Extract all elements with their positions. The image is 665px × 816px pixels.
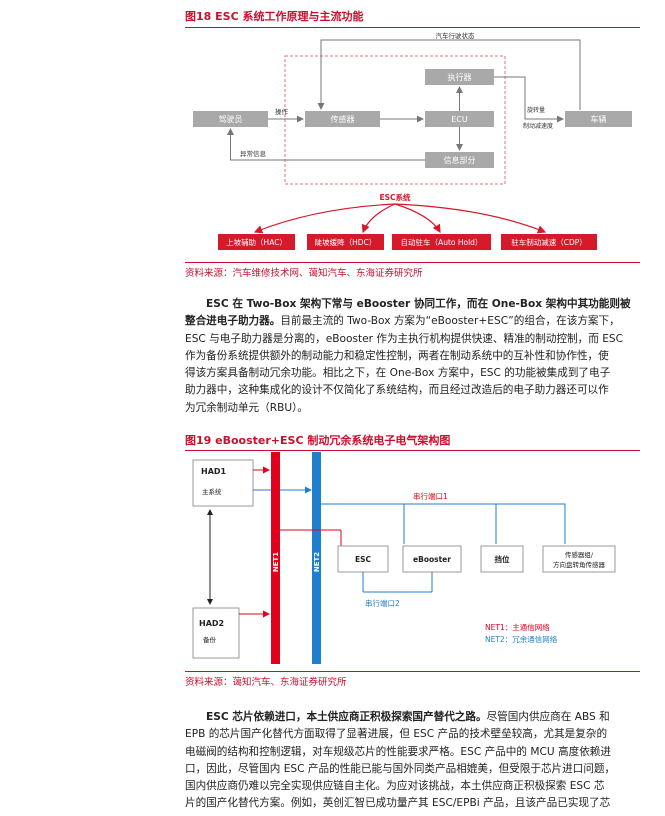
driver-node: 驾驶员	[193, 111, 268, 127]
branch-hdc	[361, 203, 396, 234]
function-autohold-label: 自动驻车（Auto Hold）	[401, 237, 483, 247]
branch-hac	[253, 203, 396, 234]
para2-line-1-bold: ESC 芯片依赖进口，本土供应商正积极探索国产替代之路。	[206, 711, 487, 723]
para2-line-4: 口，因此，尽管国内 ESC 产品的性能已能与国外同类产品相媲美，但受限于芯片进口…	[185, 762, 616, 775]
paragraph-esc-architecture: ESC 在 Two-Box 架构下常与 eBooster 协同工作，而在 One…	[185, 296, 643, 417]
had2-label: HAD2	[199, 619, 224, 628]
info-node: 信息部分	[425, 152, 494, 168]
figure-18-source-rule	[185, 262, 640, 263]
function-hac: 上坡辅助（HAC）	[218, 234, 295, 250]
operate-label: 操作	[275, 107, 289, 116]
rotation-label: 旋转量	[527, 106, 545, 114]
esc-working-principle-diagram: 汽车行驶状态 驾驶员 传感器 执行器 ECU 信息部分 车辆 操作 旋转量 制动…	[193, 31, 632, 250]
legend-net1: NET1：主通信网络	[485, 622, 550, 632]
actuator-label: 执行器	[448, 72, 472, 82]
para2-line-1: ESC 芯片依赖进口，本土供应商正积极探索国产替代之路。尽管国内供应商在 ABS…	[185, 709, 643, 726]
esc-system-boundary	[284, 55, 506, 185]
figure-19-source-rule	[185, 671, 640, 672]
vehicle-node: 车辆	[565, 111, 632, 127]
branch-cdp	[394, 203, 547, 234]
sensor-node: 传感器	[305, 111, 380, 127]
figure-19-title-rule	[185, 450, 640, 451]
had2-box: HAD2 备份	[192, 607, 240, 659]
ecu-node: ECU	[425, 111, 494, 127]
ebooster-label: eBooster	[413, 555, 451, 564]
function-hac-label: 上坡辅助（HAC）	[226, 237, 287, 247]
para2-line-3: 电磁阀的结构和控制逻辑，对车规级芯片的性能要求严格。ESC 产品中的 MCU 高…	[185, 745, 611, 758]
para2-line-1-rest: 尽管国内供应商在 ABS 和	[486, 711, 610, 723]
function-autohold: 自动驻车（Auto Hold）	[392, 234, 491, 250]
actuator-vehicle-arrow	[494, 76, 564, 123]
sensor-group-label-1: 传感器组/	[565, 550, 594, 559]
actuator-node: 执行器	[425, 69, 494, 85]
legend-net2: NET2：冗余通信网络	[485, 634, 558, 644]
para1-line-2-rest: 目前最主流的 Two-Box 方案为“eBooster+ESC”的组合，在该方案…	[280, 315, 620, 328]
gear-box: 挡位	[480, 545, 524, 573]
function-cdp: 驻车制动减速（CDP）	[501, 234, 597, 250]
esc-system-label: ESC系统	[379, 192, 411, 202]
function-cdp-label: 驻车制动减速（CDP）	[511, 237, 587, 247]
abnormal-info-label: 异常信息	[240, 149, 267, 158]
branch-autohold	[394, 203, 441, 234]
sensor-group-label-2: 方向盘转角传感器	[553, 560, 606, 569]
serial-port-1-line	[321, 503, 566, 544]
net2-bus: NET2	[312, 452, 321, 664]
net1-label: NET1	[272, 552, 280, 572]
esc-label: ESC	[355, 555, 372, 564]
brake-label: 制动减速度	[523, 122, 553, 130]
para1-line-3: ESC 与电子助力器是分离的，eBooster 作为主执行机构提供快速、精准的制…	[185, 332, 624, 345]
sensor-group-box: 传感器组/ 方向盘转角传感器	[542, 545, 616, 573]
vehicle-status-arrow	[317, 39, 581, 110]
gear-label: 挡位	[495, 554, 510, 564]
serial-port-2-label: 串行端口2	[365, 598, 400, 608]
para1-line-4: 作为备份系统提供额外的制动能力和稳定性控制，两者在制动系统中的互补性和协作性，使	[185, 349, 609, 362]
had1-label: HAD1	[201, 467, 227, 476]
driver-label: 驾驶员	[219, 114, 243, 124]
had1-box: HAD1 主系统	[192, 459, 254, 507]
para1-line-1-bold: ESC 在 Two-Box 架构下常与 eBooster 协同工作，而在 One…	[206, 298, 631, 310]
figure-18-source: 资料来源：汽车维修技术网、蔼知汽车、东海证券研究所	[185, 268, 423, 279]
figure-18-title: 图18 ESC 系统工作原理与主流功能	[185, 10, 364, 23]
vehicle-label: 车辆	[591, 114, 607, 124]
sensor-label: 传感器	[331, 114, 355, 124]
para2-line-5: 国内供应商仍难以完全实现供应链自主化。为应对该挑战，本土供应商正积极探索 ESC…	[185, 780, 605, 793]
para2-line-2: EPB 的芯片国产化替代方面取得了显著进展，但 ESC 产品的技术壁垒较高，尤其…	[185, 728, 608, 741]
net1-bus: NET1	[271, 452, 280, 664]
figure-19-title: 图19 eBooster+ESC 制动冗余系统电子电气架构图	[185, 434, 451, 447]
para1-line-2: 整合进电子助力器。目前最主流的 Two-Box 方案为“eBooster+ESC…	[185, 313, 643, 330]
para1-line-7: 为冗余制动单元（RBU）。	[185, 401, 309, 414]
vehicle-status-label: 汽车行驶状态	[436, 31, 476, 40]
serial-port-1-label: 串行端口1	[413, 491, 448, 501]
figure-19-source: 资料来源：蔼知汽车、东海证券研究所	[185, 677, 347, 688]
para2-line-6: 片的国产化替代方案。例如，英创汇智已成功量产其 ESC/EPBi 产品，且该产品…	[185, 797, 611, 810]
paragraph-esc-chip: ESC 芯片依赖进口，本土供应商正积极探索国产替代之路。尽管国内供应商在 ABS…	[185, 709, 643, 813]
had1-sub-label: 主系统	[202, 487, 222, 496]
para1-line-2-bold: 整合进电子助力器。	[185, 315, 281, 328]
para1-line-6: 助力器中，这种集成化的设计不仅简化了系统结构，而且经过改造后的电子助力器还可以作	[185, 384, 609, 397]
net2-label: NET2	[313, 552, 321, 572]
para1-line-5: 得该方案具备制动冗余功能。相比之下，在 One-Box 方案中，ESC 的功能被…	[185, 367, 611, 380]
function-hdc-label: 陡坡缓降（HDC）	[315, 237, 377, 247]
esc-box: ESC	[337, 545, 389, 573]
abnormal-info-arrow	[227, 128, 425, 161]
info-label: 信息部分	[444, 155, 476, 165]
function-hdc: 陡坡缓降（HDC）	[307, 234, 384, 250]
figure-18-title-rule	[185, 27, 640, 28]
ecu-label: ECU	[451, 115, 468, 124]
had2-sub-label: 备份	[203, 635, 217, 644]
ebooster-box: eBooster	[402, 545, 462, 573]
ebooster-esc-architecture-diagram: HAD1 主系统 HAD2 备份 NET1 NET2 串行端口1 ESC eBo…	[192, 452, 616, 664]
para1-line-1: ESC 在 Two-Box 架构下常与 eBooster 协同工作，而在 One…	[185, 296, 643, 313]
